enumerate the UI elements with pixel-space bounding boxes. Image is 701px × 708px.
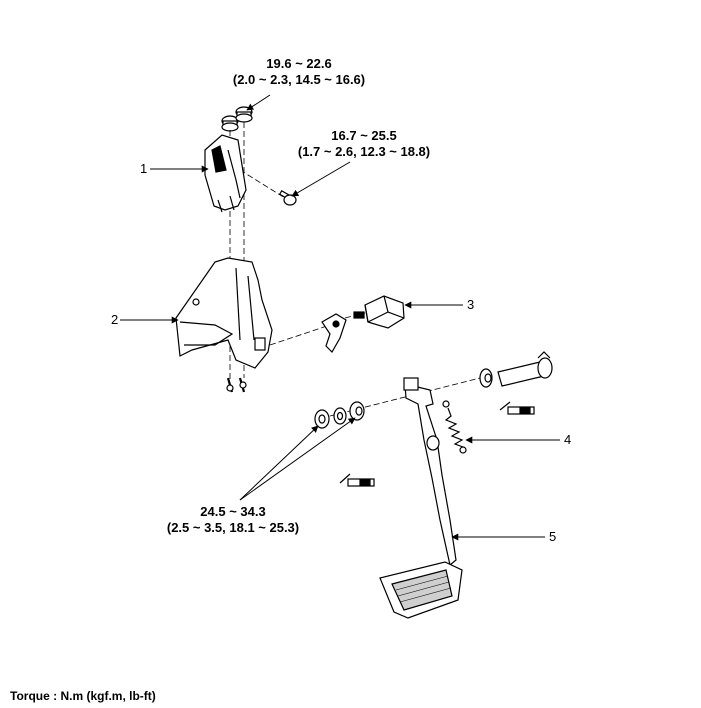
torque-spec-bolt-line1: 16.7 ~ 25.5: [331, 128, 397, 143]
torque-spec-nut: 24.5 ~ 34.3 (2.5 ~ 3.5, 18.1 ~ 25.3): [158, 504, 308, 536]
part-1-upper-bracket: [204, 134, 247, 213]
top-nuts: [221, 106, 253, 132]
callout-5: 5: [549, 529, 557, 544]
assembly-lines: [229, 122, 481, 417]
callout-1: 1: [140, 161, 148, 176]
bracket-bolt: [278, 189, 297, 206]
pedal-pin-bolt: [479, 351, 553, 388]
callout-3: 3: [467, 297, 475, 312]
grease-symbols: [339, 401, 535, 487]
torque-spec-top-line1: 19.6 ~ 22.6: [266, 56, 332, 71]
part-5-brake-pedal: [379, 377, 463, 619]
callout-2: 2: [111, 312, 119, 327]
torque-spec-nut-line1: 24.5 ~ 34.3: [200, 504, 266, 519]
washers-bushing: [314, 401, 365, 429]
leader-lines: [120, 94, 560, 541]
torque-spec-top-line2: (2.0 ~ 2.3, 14.5 ~ 16.6): [232, 72, 366, 87]
part-4-return-spring: [442, 400, 467, 454]
torque-spec-top: 19.6 ~ 22.6 (2.0 ~ 2.3, 14.5 ~ 16.6): [224, 56, 374, 88]
part-3-switch: [353, 295, 405, 329]
torque-spec-bolt-line2: (1.7 ~ 2.6, 12.3 ~ 18.8): [297, 144, 431, 159]
torque-unit-note: Torque : N.m (kgf.m, lb-ft): [10, 689, 156, 703]
torque-spec-nut-line2: (2.5 ~ 3.5, 18.1 ~ 25.3): [166, 520, 300, 535]
stopper-clip: [321, 313, 347, 353]
callout-4: 4: [564, 432, 572, 447]
torque-spec-bolt: 16.7 ~ 25.5 (1.7 ~ 2.6, 12.3 ~ 18.8): [290, 128, 438, 160]
part-2-pedal-member: [175, 257, 273, 393]
